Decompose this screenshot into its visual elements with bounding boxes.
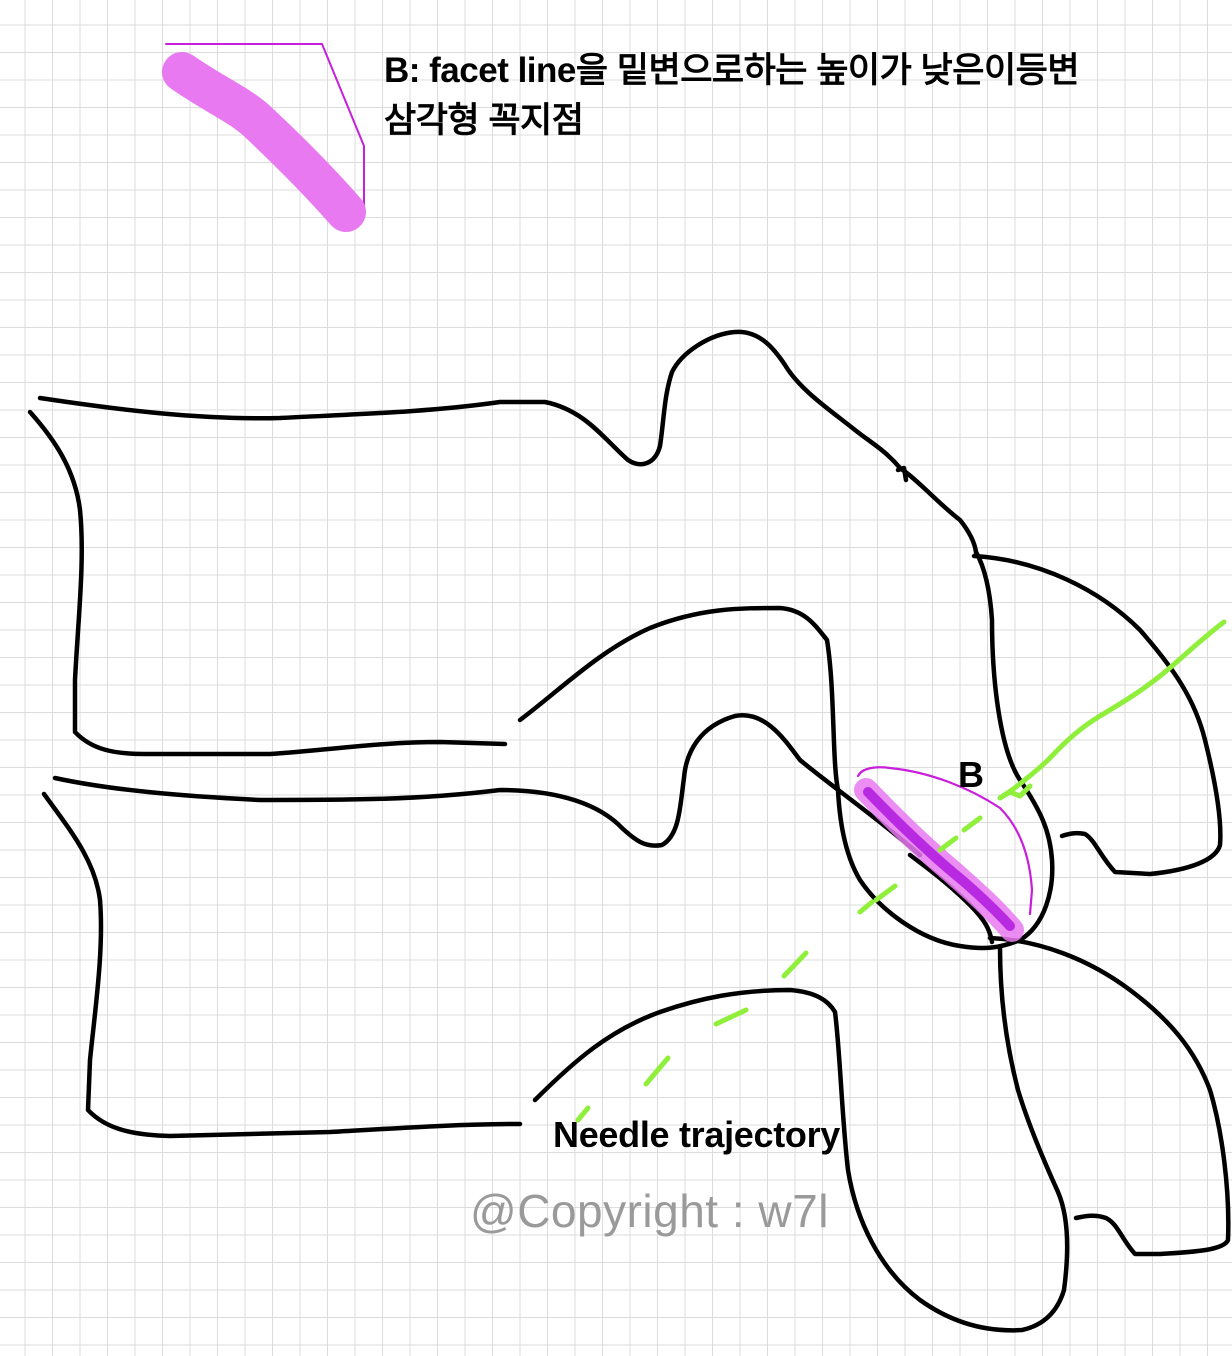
facet-line-core — [863, 787, 1015, 931]
needle-trajectory-label: Needle trajectory — [553, 1114, 841, 1155]
needle-trajectory — [575, 619, 1227, 1123]
facet-line-thin — [856, 766, 1034, 916]
legend-thick-stroke — [162, 52, 366, 232]
needle-dash-4 — [857, 899, 875, 915]
upper-pedicle-curve — [517, 549, 1055, 951]
inferior-articular-line — [907, 852, 995, 945]
lower-facet-lobe — [987, 935, 1231, 1257]
upper-vertebral-body — [37, 329, 903, 471]
lower-pedicle-curve — [532, 945, 1070, 1333]
needle-dash-2 — [937, 835, 959, 853]
needle-solid-segment — [997, 619, 1227, 801]
copyright-watermark: @Copyright : w7l — [470, 1185, 829, 1237]
title-line-2: 삼각형 꼭지점 — [384, 101, 584, 140]
needle-dash-3 — [873, 883, 898, 903]
needle-dash-5 — [781, 950, 809, 979]
facet-line-highlight — [854, 766, 1034, 942]
lower-vertebral-body — [41, 791, 523, 1139]
title-line-1: B: facet line을 밑변으로하는 높이가 낮은이등변 — [384, 51, 1080, 90]
legend-swatch — [162, 43, 366, 232]
legend-thin-outline — [165, 43, 365, 213]
upper-facet-lobe — [971, 553, 1223, 877]
upper-spinous-process — [897, 465, 979, 555]
lower-body-top-edge — [52, 712, 923, 858]
point-b-label: B — [958, 754, 984, 795]
upper-spinous-notch — [895, 465, 909, 483]
needle-dash-1 — [961, 815, 983, 833]
needle-dash-7 — [643, 1055, 671, 1087]
upper-body-anterior — [27, 409, 508, 757]
needle-dash-6 — [713, 1007, 749, 1027]
needle-dash-8 — [575, 1105, 591, 1123]
